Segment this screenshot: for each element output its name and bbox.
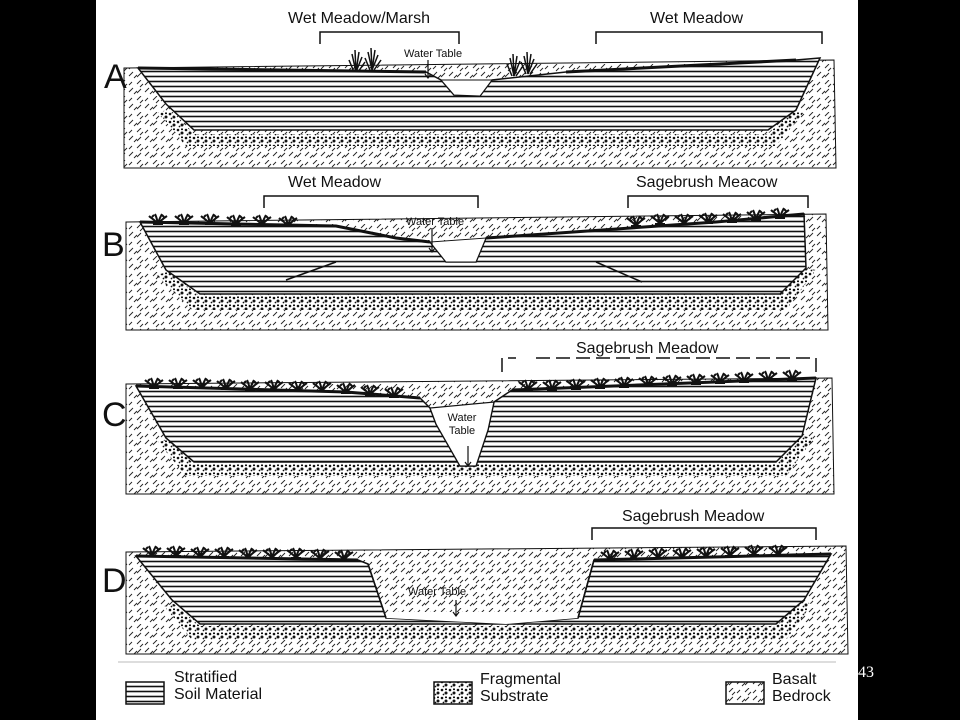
panel-c-zone-label: Sagebrush Meadow <box>576 340 719 357</box>
panel-d-water-table-arrow <box>452 600 460 617</box>
panel-a-surface <box>137 58 797 74</box>
panel-letter-a: A <box>104 58 127 96</box>
panel-c-bracket <box>501 357 817 372</box>
panel-a-fragmental <box>158 110 804 146</box>
legend-stratified-line2: Soil Material <box>174 686 263 703</box>
panel-a-zone-label-right: Wet Meadow <box>650 10 744 27</box>
panel-letter-b: B <box>102 226 125 264</box>
panel-b-zone-label-left: Wet Meadow <box>288 174 382 191</box>
legend-stratified-line1: Stratified <box>174 669 238 686</box>
panel-letter-d: D <box>102 562 127 600</box>
panel-a-water-table-label: Water Table <box>404 48 463 60</box>
panel-d-water-table-label: Water Table <box>408 586 467 598</box>
panel-c-water-table-label: Water Table <box>447 412 477 437</box>
cross-section-diagram <box>118 31 849 663</box>
legend-basalt-line1: Basalt <box>772 671 817 688</box>
panel-b-channel <box>429 237 487 263</box>
panel-c-gully <box>429 401 495 467</box>
panel-c-fragmental <box>158 436 814 476</box>
panel-letter-c: C <box>102 396 127 434</box>
panel-a-water-table-arrow <box>424 60 432 79</box>
legend-fragmental-line1: Fragmental <box>480 671 561 688</box>
legend-item-stratified: Stratified Soil Material <box>174 669 262 703</box>
page-number: 43 <box>858 664 874 681</box>
panel-b-water-table-arrow <box>428 228 436 253</box>
panel-d-fragmental <box>164 602 812 640</box>
legend-item-basalt: Basalt Bedrock <box>772 671 831 705</box>
panel-d-zone-label: Sagebrush Meadow <box>622 508 765 525</box>
panel-a-section <box>123 31 837 169</box>
panel-a-channel <box>439 79 493 97</box>
legend-basalt-line2: Bedrock <box>772 688 831 705</box>
panel-d-floodplain <box>386 612 578 624</box>
panel-b-water-table-label: Water Table <box>406 216 465 228</box>
panel-c-section <box>125 357 835 495</box>
panel-a-zone-label-left: Wet Meadow/Marsh <box>288 10 430 27</box>
panel-d-section <box>125 527 849 655</box>
legend-item-fragmental: Fragmental Substrate <box>480 671 561 705</box>
panel-c-water-table-arrow <box>464 446 472 467</box>
panel-b-fragmental <box>156 268 816 310</box>
panel-b-bracket-right <box>627 195 809 208</box>
panel-a-bracket-left <box>319 31 460 44</box>
panel-b-bracket-left <box>263 195 479 208</box>
panel-b-zone-label-right: Sagebrush Meacow <box>636 174 778 191</box>
panel-b-section <box>125 195 829 331</box>
cross-section-figure: A B C D Wet Meadow/Marsh Wet Meadow Wate… <box>96 0 858 720</box>
legend-fragmental-line2: Substrate <box>480 688 549 705</box>
panel-a-bracket-right <box>595 31 823 44</box>
panel-d-bracket <box>591 527 817 540</box>
